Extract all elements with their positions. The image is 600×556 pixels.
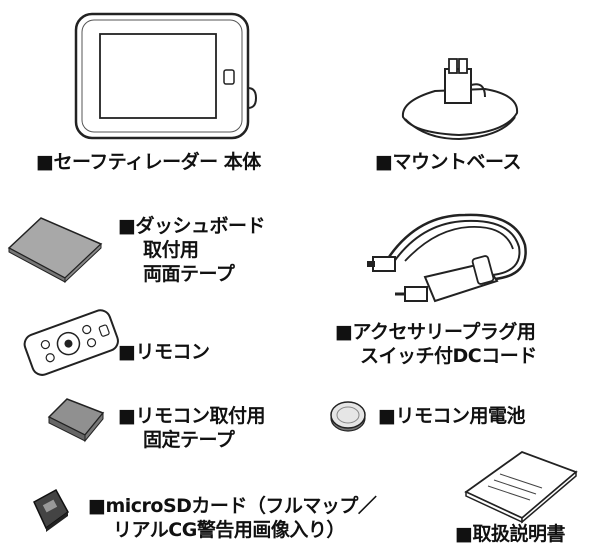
label-manual: ■取扱説明書 [455,523,565,545]
label-battery: ■リモコン用電池 [378,405,525,427]
label-main-unit: ■セーフティレーダー 本体 [36,151,261,173]
mount-base-illustration [401,58,519,141]
battery-illustration [330,401,366,432]
label-remote-tape: ■リモコン取付用 固定テープ [118,405,265,451]
manual-illustration [464,450,578,524]
main-unit-illustration [74,12,258,140]
label-microsd: ■microSDカード（フルマップ／ リアルCG警告用画像入り） [88,495,377,541]
label-mount-base: ■マウントベース [375,151,522,173]
dashboard-tape-illustration [7,217,103,284]
label-dashboard-tape: ■ダッシュボード 取付用 両面テープ [118,215,265,285]
microsd-illustration [33,488,69,532]
dc-cord-illustration [367,213,527,303]
label-dc-cord: ■アクセサリープラグ用 スイッチ付DCコード [335,321,537,367]
remote-illustration [23,309,119,376]
label-remote: ■リモコン [118,341,210,363]
remote-tape-illustration [47,398,105,443]
